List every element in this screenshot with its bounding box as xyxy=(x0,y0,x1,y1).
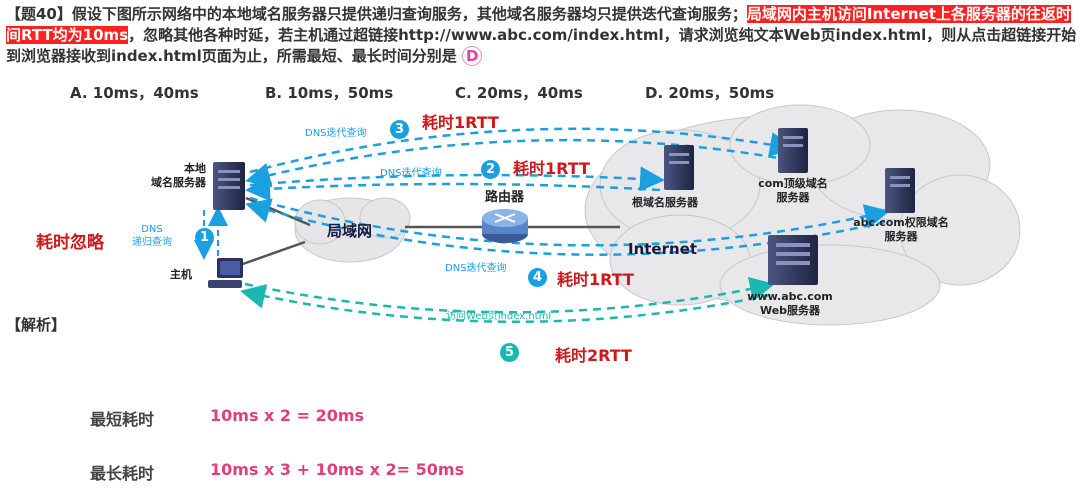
step4-cost: 耗时1RTT xyxy=(557,270,634,289)
step2-cost: 耗时1RTT xyxy=(513,159,590,178)
arrow-step4-back xyxy=(245,198,886,256)
root-server-icon xyxy=(664,145,694,190)
abc-server-label-line2: 服务器 xyxy=(884,230,918,243)
local-dns-label: 本地域名服务器 xyxy=(150,162,206,190)
answer-mark: D xyxy=(461,46,483,66)
step3-cost: 耗时1RTT xyxy=(422,113,499,132)
com-server-icon xyxy=(778,128,808,173)
step4-label: DNS迭代查询 xyxy=(445,263,507,274)
arrow-step2-out xyxy=(249,166,665,192)
abc-server-label: abc.com权限域名服务器 xyxy=(846,216,956,244)
step3-badge: 3 xyxy=(390,120,409,139)
question-suffix: ，忽略其他各种时延，若主机通过超链接http://www.abc.com/ind… xyxy=(6,26,1077,65)
question-prefix: 【题40】假设下图所示网络中的本地域名服务器只提供递归查询服务，其他域名服务器均… xyxy=(6,5,747,23)
option-a: A. 10ms，40ms xyxy=(70,84,199,102)
step4-badge: 4 xyxy=(528,268,547,287)
host-label: 主机 xyxy=(170,268,192,281)
router-icon xyxy=(482,209,528,243)
com-server-label-line2: 服务器 xyxy=(776,191,810,204)
web-server-label-line2: Web服务器 xyxy=(759,304,821,317)
option-c: C. 20ms，40ms xyxy=(455,84,583,102)
analysis-heading: 【解析】 xyxy=(6,316,67,334)
local-dns-server-icon xyxy=(213,162,245,210)
max-time-label: 最长耗时 xyxy=(90,464,155,483)
step3-label: DNS迭代查询 xyxy=(305,128,367,139)
lan-label: 局域网 xyxy=(327,222,373,240)
host-pc-icon xyxy=(208,258,243,288)
question-text: 【题40】假设下图所示网络中的本地域名服务器只提供递归查询服务，其他域名服务器均… xyxy=(6,4,1081,67)
web-server-label-line1: www.abc.com xyxy=(747,290,833,303)
link-host-lan xyxy=(239,240,306,267)
option-b: B. 10ms，50ms xyxy=(265,84,394,102)
abc-server-icon xyxy=(885,168,915,213)
arrow-step3-out xyxy=(249,127,795,174)
min-time-label: 最短耗时 xyxy=(90,410,155,429)
step2-label: DNS迭代查询 xyxy=(380,168,442,179)
abc-server-label-line1: abc.com权限域名 xyxy=(853,216,949,229)
com-server-label: com顶级域名服务器 xyxy=(748,177,838,205)
com-server-label-line1: com顶级域名 xyxy=(758,177,828,190)
root-server-label: 根域名服务器 xyxy=(632,196,698,209)
max-time-formula: 10ms x 3 + 10ms x 2= 50ms xyxy=(210,460,465,479)
arrow-step3-back xyxy=(245,138,791,188)
arrow-step5-out xyxy=(244,276,775,314)
step5-cost: 耗时2RTT xyxy=(555,346,632,365)
step1-label-line1: DNS xyxy=(141,224,163,235)
router-label: 路由器 xyxy=(485,190,525,205)
step5-label: 访问Web页index.html xyxy=(446,311,552,322)
step5-badge: 5 xyxy=(500,343,519,362)
step1-cost: 耗时忽略 xyxy=(36,233,104,253)
arrow-step2-back xyxy=(245,176,661,202)
arrow-step4-out xyxy=(249,196,890,247)
step1-label: DNS 递归查询 xyxy=(122,223,182,249)
web-server-icon xyxy=(768,235,818,285)
local-dns-label-line2: 域名服务器 xyxy=(151,176,206,189)
local-dns-label-line1: 本地 xyxy=(184,162,206,175)
arrow-step5-back xyxy=(240,284,771,323)
step1-badge: 1 xyxy=(195,228,214,247)
step1-label-line2: 递归查询 xyxy=(132,237,172,248)
step2-badge: 2 xyxy=(481,160,500,179)
internet-label: Internet xyxy=(628,240,698,258)
option-d: D. 20ms，50ms xyxy=(645,84,775,102)
min-time-formula: 10ms x 2 = 20ms xyxy=(210,406,365,425)
